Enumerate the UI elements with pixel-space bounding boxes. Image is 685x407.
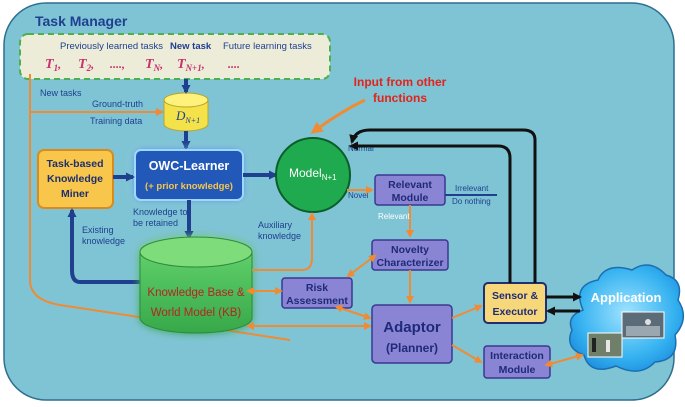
risk-line1: Risk bbox=[306, 282, 328, 294]
task-dots-2: .... bbox=[228, 57, 240, 71]
previous-tasks-label: Previously learned tasks bbox=[60, 41, 163, 52]
new-task-label: New task bbox=[170, 41, 212, 52]
relevant-module-line2: Module bbox=[392, 192, 429, 204]
arrow-input-to-model bbox=[310, 98, 366, 134]
arrow-left-loop bbox=[29, 112, 291, 341]
arrow-auxiliary-knowledge bbox=[252, 212, 316, 271]
application-photo-1-person bbox=[645, 319, 651, 325]
arrow-sensor-feedback bbox=[349, 128, 537, 283]
task-dots-1: ...., bbox=[110, 57, 125, 71]
irrelevant-label: Irrelevant bbox=[455, 184, 489, 193]
novel-label: Novel bbox=[348, 191, 369, 200]
application-photo-1-road bbox=[626, 326, 660, 336]
arrow-novelty-risk bbox=[346, 254, 377, 278]
arrow-kb-to-miner bbox=[67, 208, 140, 284]
task-t2: T2, bbox=[78, 57, 94, 73]
task-manager-title: Task Manager bbox=[35, 13, 128, 29]
knowledge-retained-line1: Knowledge to bbox=[133, 207, 188, 217]
new-tasks-label: New tasks bbox=[40, 88, 82, 98]
knowledge-retained-line2: be retained bbox=[133, 218, 178, 228]
arrow-adaptor-to-sensor bbox=[451, 304, 483, 319]
kb-label-line2: World Model (KB) bbox=[151, 307, 242, 319]
knowledge-miner-line2: Knowledge bbox=[47, 173, 103, 185]
risk-line2: Assessment bbox=[286, 295, 348, 307]
input-other-line2: functions bbox=[373, 91, 427, 105]
arrow-risk-adaptor bbox=[334, 304, 372, 320]
arrow-sensor-to-model bbox=[349, 141, 512, 283]
relevant-label: Relevant bbox=[378, 212, 410, 221]
application-photo-2-person-b bbox=[606, 340, 610, 352]
input-other-line1: Input from other bbox=[354, 75, 447, 89]
future-tasks-label: Future learning tasks bbox=[223, 41, 312, 52]
arrow-interaction-app bbox=[544, 352, 584, 368]
kb-label-line1: Knowledge Base & bbox=[147, 287, 245, 299]
interaction-line2: Module bbox=[499, 364, 536, 376]
owc-learner-title: OWC-Learner bbox=[149, 159, 230, 173]
existing-knowledge-line1: Existing bbox=[82, 225, 114, 235]
dataset-label: DN+1 bbox=[175, 108, 200, 125]
ground-truth-label: Ground-truth bbox=[92, 99, 143, 109]
knowledge-miner-line3: Miner bbox=[61, 188, 89, 200]
task-t1: T1, bbox=[45, 57, 61, 73]
sensor-line2: Executor bbox=[493, 306, 538, 318]
interaction-line1: Interaction bbox=[490, 350, 544, 362]
training-data-label: Training data bbox=[90, 116, 142, 126]
adaptor-line1: Adaptor bbox=[383, 319, 441, 336]
novelty-line1: Novelty bbox=[391, 244, 429, 256]
model-label: ModelN+1 bbox=[289, 166, 337, 182]
do-nothing-label: Do nothing bbox=[452, 197, 491, 206]
application-photo-2-person-a bbox=[592, 338, 596, 352]
dataset-cylinder: DN+1 bbox=[163, 92, 209, 132]
task-sequence: T1, T2, ...., TN, TN+1, .... bbox=[45, 57, 240, 73]
task-strip bbox=[19, 33, 331, 80]
auxiliary-knowledge-line2: knowledge bbox=[258, 231, 301, 241]
existing-knowledge-line2: knowledge bbox=[82, 236, 125, 246]
relevant-module-line1: Relevant bbox=[388, 179, 432, 191]
sensor-line1: Sensor & bbox=[492, 290, 539, 302]
arrow-adaptor-to-interaction bbox=[451, 344, 483, 364]
owc-learner-box bbox=[134, 149, 244, 201]
normal-label: Normal bbox=[348, 144, 374, 153]
application-cloud: Application bbox=[569, 264, 684, 372]
task-tn1: TN+1, bbox=[177, 57, 205, 73]
knowledge-miner-line1: Task-based bbox=[47, 158, 104, 170]
adaptor-box bbox=[371, 304, 453, 364]
task-tn: TN, bbox=[145, 57, 163, 73]
adaptor-line2: (Planner) bbox=[386, 341, 438, 355]
auxiliary-knowledge-line1: Auxiliary bbox=[258, 220, 293, 230]
application-label: Application bbox=[591, 290, 662, 305]
sensor-executor-box bbox=[483, 282, 547, 324]
knowledge-base-cylinder bbox=[139, 236, 253, 334]
novelty-line2: Characterizer bbox=[376, 257, 443, 269]
owc-learner-subtitle: (+ prior knowledge) bbox=[145, 181, 233, 192]
